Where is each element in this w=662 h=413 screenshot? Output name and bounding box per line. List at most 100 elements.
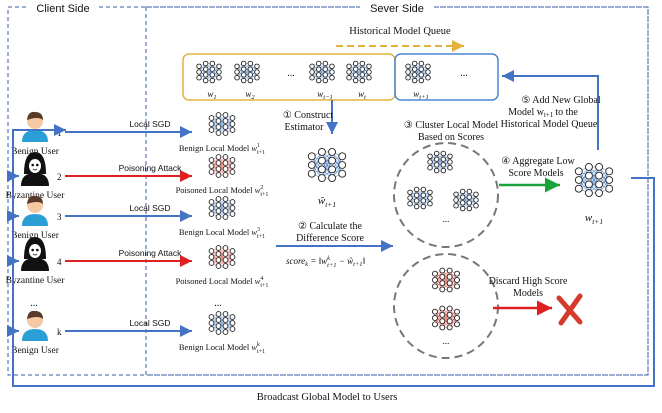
step5-line1: ⑤ Add New Global <box>521 95 600 106</box>
local-model-k <box>208 311 236 335</box>
step5-model-w: Model w <box>508 107 545 118</box>
model-label-sup: 3 <box>257 227 260 233</box>
queue-weight-sub: 2 <box>251 94 255 101</box>
client-side-label: Client Side <box>36 3 89 15</box>
queue-weight-base: w <box>317 89 323 99</box>
user-action-4: Poisoning Attack <box>119 248 183 258</box>
model-label-sup: k <box>257 342 260 348</box>
formula-rhs-sup: k <box>327 255 330 262</box>
queue-weight-label-3: wt−1 <box>317 89 332 101</box>
queue-weight-base: w <box>245 89 251 99</box>
formula-rhs-sub: t+1 <box>327 262 336 269</box>
cluster-high-net-2 <box>432 305 460 331</box>
low-score-cluster <box>393 142 499 248</box>
discard-cross-icon <box>556 293 583 326</box>
outer-border <box>7 6 649 376</box>
cluster-low-net-3 <box>453 188 479 212</box>
broadcast-stubs <box>7 170 19 337</box>
user-type-3: Benign User <box>11 231 60 241</box>
model-label-sup: 1 <box>257 143 260 149</box>
queue-weight-base: w <box>207 89 213 99</box>
model-label-w: w <box>255 185 261 195</box>
formula-rhs2-sub: t+1 <box>353 261 362 268</box>
global-model-network <box>574 163 614 197</box>
step2-line2: Difference Score <box>296 233 364 244</box>
high-score-cluster <box>393 253 499 359</box>
queue-network-4 <box>346 60 372 84</box>
queue-weight-label-2: w2 <box>245 89 255 101</box>
user-avatar-k <box>22 310 48 341</box>
estimator-symbol-sub: t+1 <box>325 200 336 209</box>
discard-line2: Models <box>513 288 543 299</box>
queue-ellipsis-1: ... <box>287 68 295 79</box>
broadcast-loop-arrow <box>12 124 655 387</box>
model-label-prefix: Benign Local Model <box>179 227 251 237</box>
cluster-low-net-1 <box>427 150 453 174</box>
model-label-prefix: Poisoned Local Model <box>176 185 255 195</box>
user-id-k: k <box>57 327 62 337</box>
model-label-prefix: Benign Local Model <box>179 143 251 153</box>
model-label-sub: t+1 <box>257 150 265 156</box>
model-label-prefix: Benign Local Model <box>179 342 251 352</box>
queue-weight-label-1: w1 <box>207 89 216 101</box>
model-label-sub: t+1 <box>260 283 268 289</box>
queue-ellipsis-2: ... <box>460 68 468 79</box>
model-label-w: w <box>251 143 257 153</box>
step1-line1: ① Construct <box>283 110 334 121</box>
global-sub: t+1 <box>592 217 603 226</box>
queue-network-2 <box>234 60 260 84</box>
client-label-bg <box>28 1 98 15</box>
formula-rhs2: − ŵ <box>337 256 354 266</box>
model-label-sup: 2 <box>260 185 263 191</box>
queue-network-1 <box>196 60 222 84</box>
queue-update-arrow <box>502 70 599 150</box>
model-label-prefix: Poisoned Local Model <box>176 276 255 286</box>
global-net <box>574 163 614 197</box>
model-label-sub: t+1 <box>257 349 265 355</box>
formula-score-sub: k <box>305 261 308 268</box>
models-ellipsis: ... <box>214 298 222 309</box>
server-label-bg <box>360 1 434 15</box>
estimator-network <box>307 148 347 182</box>
user-type-2: Byzantine User <box>6 191 66 201</box>
step5-line3: Historical Model Queue <box>501 119 598 130</box>
step1-line2: Estimator <box>285 122 325 133</box>
step5-to-the: to the <box>555 107 578 118</box>
model-label-w: w <box>251 342 257 352</box>
queue-network-5 <box>405 60 431 84</box>
step4-line1: ④ Aggregate Low <box>501 156 575 167</box>
queue-weight-base: w <box>358 89 364 99</box>
user-action-1: Local SGD <box>129 119 170 129</box>
local-model-1 <box>208 112 236 136</box>
cluster-low-net-2 <box>407 186 433 210</box>
user-id-4: 4 <box>57 257 62 267</box>
user-type-4: Byzantine User <box>6 276 66 286</box>
queue-networks <box>196 60 431 84</box>
cluster1-ellipsis: ... <box>443 214 450 224</box>
queue-new-slot-box <box>394 53 499 101</box>
user-avatar-3 <box>22 195 48 226</box>
queue-weight-label-5: wt+1 <box>413 89 428 101</box>
user-avatar-4 <box>21 237 49 271</box>
user-action-2: Poisoning Attack <box>119 163 183 173</box>
formula-end: ‖ <box>363 256 366 266</box>
users-ellipsis: ... <box>30 298 38 309</box>
user-type-1: Benign User <box>11 147 60 157</box>
queue-weight-sub: t+1 <box>419 94 428 101</box>
queue-weight-sub: 1 <box>213 94 216 101</box>
estimator-net <box>307 148 347 182</box>
cluster-high-net-1 <box>432 267 460 293</box>
user-id-2: 2 <box>57 172 62 182</box>
server-side-border <box>145 6 649 376</box>
footer-caption: Broadcast Global Model to Users <box>257 392 398 403</box>
model-label-w: w <box>255 276 261 286</box>
user-action-3: Local SGD <box>129 203 170 213</box>
estimator-label: ŵt+1 <box>318 195 336 209</box>
